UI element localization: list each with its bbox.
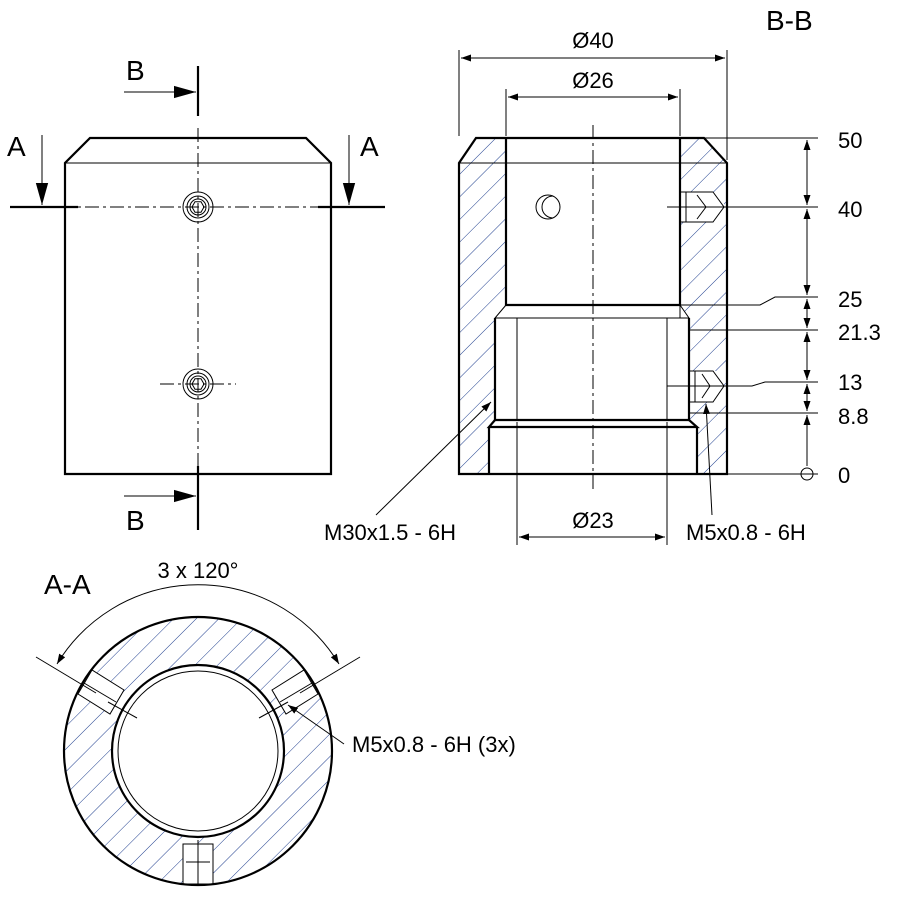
set-screw-hole-upper: [182, 191, 214, 223]
height-label-8-8: 8.8: [838, 404, 869, 429]
angle-arc: [56, 584, 340, 665]
section-aa-ring: [63, 616, 332, 886]
section-aa-title: A-A: [44, 569, 91, 600]
set-screw-aa-bottom: [182, 840, 214, 885]
section-b-label-bottom: B: [126, 505, 145, 536]
height-label-13: 13: [838, 370, 862, 395]
section-bb-wall-left: [459, 138, 506, 474]
height-label-21-3: 21.3: [838, 320, 881, 345]
dimension-angle-spacing: 3 x 120°: [158, 558, 239, 583]
dimension-outer-diameter: Ø40: [572, 28, 614, 53]
set-screw-hole-lower: [182, 368, 214, 400]
front-view: A A B B: [7, 55, 385, 536]
section-a-label-left: A: [7, 131, 26, 162]
section-bb-title: B-B: [766, 5, 813, 36]
section-aa-thread-minor: [117, 670, 279, 832]
height-label-25: 25: [838, 287, 862, 312]
height-label-40: 40: [838, 197, 862, 222]
height-label-0: 0: [838, 463, 850, 488]
callout-main-thread: M30x1.5 - 6H: [324, 520, 456, 545]
section-bb-thread: [493, 318, 691, 422]
through-hole-bb: [535, 194, 561, 220]
dimension-bore-diameter: Ø26: [572, 68, 614, 93]
dimension-thread-diameter: Ø23: [572, 508, 614, 533]
callout-radial-thread: M5x0.8 - 6H: [686, 520, 806, 545]
section-aa-view: 3 x 120° M5x0.8 - 6H (3x) A-A: [35, 558, 516, 887]
section-aa-thread-major: [110, 663, 286, 839]
section-bb-view: Ø40 Ø26 Ø23 50 40 25 21.3 13 8.8 0: [324, 5, 881, 545]
datum-origin: [800, 467, 814, 481]
callout-radial-thread-count: M5x0.8 - 6H (3x): [352, 732, 516, 757]
section-aa-outer: [62, 615, 334, 887]
section-b-label-top: B: [126, 55, 145, 86]
height-label-50: 50: [838, 128, 862, 153]
section-bb-wall-right: [680, 138, 727, 474]
section-a-label-right: A: [360, 131, 379, 162]
